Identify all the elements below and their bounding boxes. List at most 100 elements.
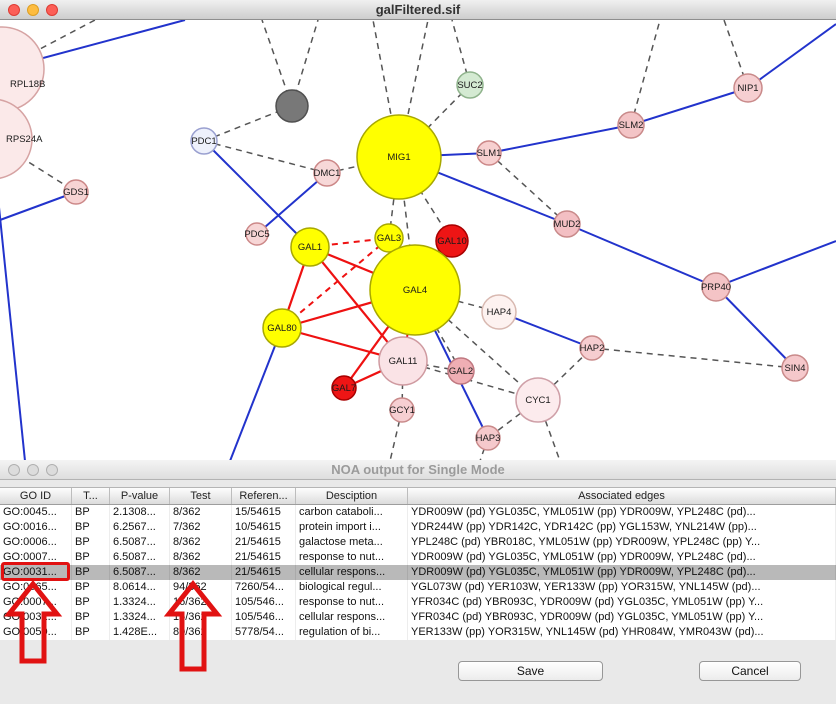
noa-window-titlebar[interactable]: NOA output for Single Mode	[0, 460, 836, 480]
node-HAP3[interactable]	[475, 425, 501, 451]
cell: BP	[72, 595, 110, 610]
edge-SLM2-border[interactable]	[630, 20, 661, 126]
node-SIN4[interactable]	[781, 354, 809, 382]
edge-GAL3-GAL80[interactable]	[281, 237, 390, 329]
close-button[interactable]	[8, 4, 20, 16]
cell: 16/362	[170, 610, 232, 625]
edge-GCY1-border[interactable]	[389, 409, 403, 460]
column-header-t[interactable]: T...	[72, 488, 110, 504]
cell: 21/54615	[232, 565, 296, 580]
cell: 1.3324...	[110, 595, 170, 610]
node-SUC2[interactable]	[456, 71, 484, 99]
cell: 10/54615	[232, 520, 296, 535]
node-label-SLM1: SLM1	[477, 148, 502, 159]
node-DMC1[interactable]	[313, 159, 341, 187]
edge-NIP1-border[interactable]	[747, 23, 836, 89]
edge-RPS24A-border[interactable]	[0, 139, 26, 460]
minimize-button[interactable]	[27, 464, 39, 476]
node-PRP40[interactable]	[701, 272, 731, 302]
column-header-go-id[interactable]: GO ID	[0, 488, 72, 504]
node-GAL11[interactable]	[378, 336, 428, 386]
edge-SUC2-MIG1[interactable]	[398, 84, 471, 158]
cell: GO:0050...	[0, 625, 72, 640]
node-HAP2[interactable]	[579, 335, 605, 361]
node-PDC5[interactable]	[245, 222, 269, 246]
column-header-p-value[interactable]: P-value	[110, 488, 170, 504]
edge-PDC1-GAL1[interactable]	[203, 140, 311, 248]
edge-SLM2-NIP1[interactable]	[630, 87, 749, 126]
node-MUD2[interactable]	[553, 210, 581, 238]
close-button[interactable]	[8, 464, 20, 476]
save-button[interactable]: Save	[458, 661, 603, 681]
edge-GDS1-border[interactable]	[0, 191, 77, 221]
edge-PDC1-DMC1[interactable]	[203, 140, 328, 174]
column-header-associated-edges[interactable]: Associated edges	[408, 488, 836, 504]
node-label-GAL3: GAL3	[377, 233, 401, 244]
node-label-MIG1: MIG1	[387, 152, 410, 163]
column-header-desciption[interactable]: Desciption	[296, 488, 408, 504]
edge-SIN4-HAP2[interactable]	[591, 347, 796, 369]
network-window-titlebar[interactable]: galFiltered.sif	[0, 0, 836, 20]
zoom-button[interactable]	[46, 464, 58, 476]
node-GAL10[interactable]	[435, 224, 469, 258]
node-GAL80[interactable]	[262, 308, 302, 348]
node-RPL18B[interactable]	[0, 26, 45, 112]
node-GDS1[interactable]	[63, 179, 89, 205]
node-label-HAP2: HAP2	[580, 343, 605, 354]
minimize-button[interactable]	[27, 4, 39, 16]
cell: GO:0016...	[0, 520, 72, 535]
node-SLM2[interactable]	[617, 111, 645, 139]
node-label-PRP40: PRP40	[701, 282, 731, 293]
edge-PRP40-SIN4[interactable]	[715, 286, 796, 369]
cell: 105/546...	[232, 595, 296, 610]
cell: 21/54615	[232, 535, 296, 550]
edge-PRP40-border[interactable]	[715, 240, 836, 288]
node-GAL7[interactable]	[331, 375, 357, 401]
node-HAP4[interactable]	[481, 294, 517, 330]
node-unlabeled[interactable]	[275, 89, 309, 123]
column-header-referen[interactable]: Referen...	[232, 488, 296, 504]
node-MIG1[interactable]	[356, 114, 442, 200]
node-NIP1[interactable]	[733, 73, 763, 103]
node-GCY1[interactable]	[389, 397, 415, 423]
node-label-SLM2: SLM2	[619, 120, 644, 131]
cell: galactose meta...	[296, 535, 408, 550]
edge-MUD2-PRP40[interactable]	[566, 223, 717, 288]
column-header-test[interactable]: Test	[170, 488, 232, 504]
cell: BP	[72, 520, 110, 535]
window-title: NOA output for Single Mode	[331, 462, 505, 477]
node-label-RPS24A: RPS24A	[6, 134, 43, 145]
node-GAL4[interactable]	[369, 244, 461, 336]
cell: 7260/54...	[232, 580, 296, 595]
edge-PDC5-DMC1[interactable]	[256, 172, 328, 235]
node-RPS24A[interactable]	[0, 99, 33, 179]
edge-GAL80-border[interactable]	[229, 327, 283, 460]
node-SLM1[interactable]	[476, 140, 502, 166]
node-PDC1[interactable]	[190, 127, 218, 155]
cell: YPL248C (pd) YBR018C, YML051W (pp) YDR00…	[408, 535, 836, 550]
node-GAL3[interactable]	[374, 223, 404, 253]
node-GAL1[interactable]	[290, 227, 330, 267]
node-CYC1[interactable]	[515, 377, 561, 423]
cell: cellular respons...	[296, 610, 408, 625]
edge-SLM1-SLM2[interactable]	[488, 124, 632, 154]
node-GAL2[interactable]	[447, 357, 475, 385]
cancel-button[interactable]: Cancel	[699, 661, 801, 681]
cell: 16/362	[170, 595, 232, 610]
cell: 7/362	[170, 520, 232, 535]
zoom-button[interactable]	[46, 4, 58, 16]
cell: BP	[72, 550, 110, 565]
edge-MUD2-SLM1[interactable]	[488, 152, 568, 225]
